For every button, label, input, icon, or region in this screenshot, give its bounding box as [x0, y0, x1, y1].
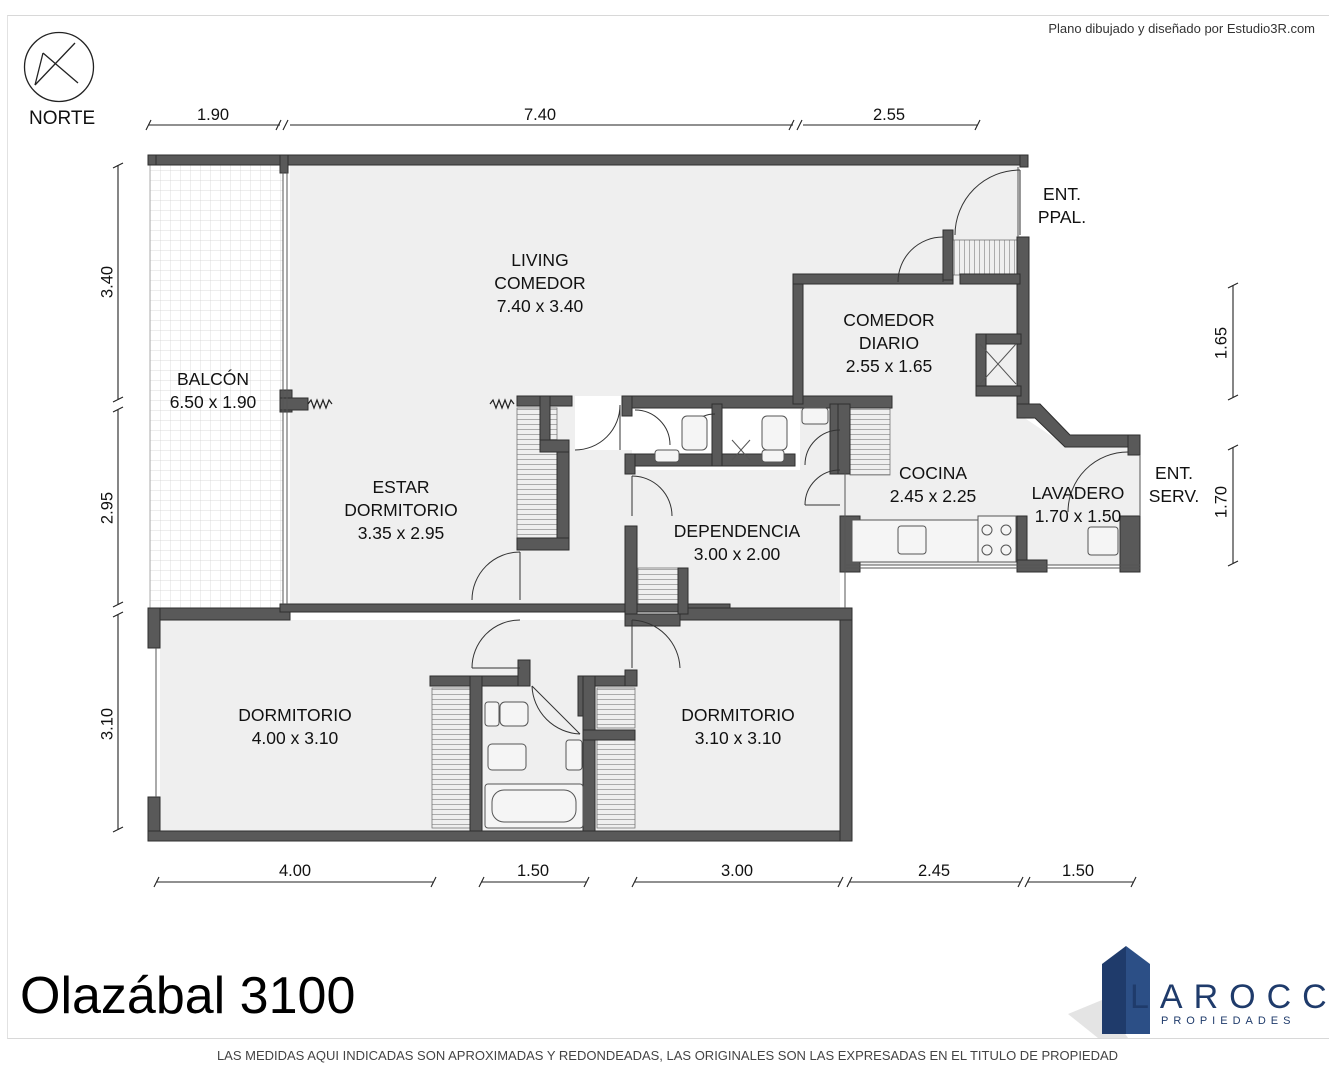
dim-bottom-4: 2.45 — [917, 862, 951, 880]
dim-top-2: 7.40 — [523, 106, 557, 124]
north-label: NORTE — [29, 108, 96, 129]
credit-text: Plano dibujado y diseñado por Estudio3R.… — [1048, 21, 1315, 36]
doors — [471, 169, 1129, 735]
disclaimer-text: LAS MEDIDAS AQUI INDICADAS SON APROXIMAD… — [216, 1048, 1119, 1063]
dim-left-2: 2.95 — [98, 491, 117, 525]
walls — [147, 154, 1141, 842]
north-compass-icon — [23, 31, 95, 103]
fixtures — [484, 343, 1119, 829]
dim-top-1: 1.90 — [196, 106, 230, 124]
dim-right-2: 1.70 — [1212, 485, 1231, 519]
dim-bottom-2: 1.50 — [516, 862, 550, 880]
dim-left-3: 3.10 — [98, 707, 117, 741]
brand-name: LAROCCA — [1130, 978, 1335, 1016]
dim-bottom-1: 4.00 — [278, 862, 312, 880]
larocca-logo — [1068, 946, 1150, 1038]
property-address: Olazábal 3100 — [20, 967, 356, 1025]
dim-right-1: 1.65 — [1212, 326, 1231, 360]
service-entrance-label: ENT.SERV. — [1148, 463, 1200, 506]
plan-frame — [7, 15, 1329, 1039]
main-entrance-label: ENT.PPAL. — [1037, 184, 1087, 227]
brand-tagline: PROPIEDADES — [1161, 1015, 1296, 1027]
dim-top-3: 2.55 — [872, 106, 906, 124]
dimension-lines — [112, 119, 1239, 888]
balcony-floor — [150, 163, 283, 608]
kitchen-floor — [800, 280, 1140, 565]
closets — [431, 239, 1018, 829]
curtains — [307, 398, 515, 410]
dim-bottom-5: 1.50 — [1061, 862, 1095, 880]
dim-bottom-3: 3.00 — [720, 862, 754, 880]
windows — [155, 167, 1141, 797]
dim-left-1: 3.40 — [98, 265, 117, 299]
